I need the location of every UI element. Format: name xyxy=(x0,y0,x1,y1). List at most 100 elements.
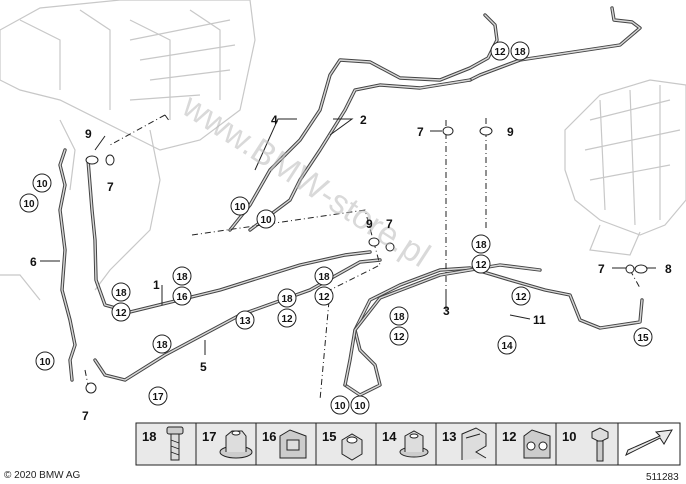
washers xyxy=(85,126,648,394)
callout-12: 12 xyxy=(277,308,297,328)
label-7: 7 xyxy=(417,125,424,139)
label-6: 6 xyxy=(30,255,37,269)
label-8: 8 xyxy=(665,262,672,276)
callout-10: 10 xyxy=(32,173,52,193)
callout-18: 18 xyxy=(389,306,409,326)
callout-15: 15 xyxy=(633,327,653,347)
legend-num-13: 13 xyxy=(442,429,456,444)
bolt-icon xyxy=(166,426,184,461)
callout-12: 12 xyxy=(389,326,409,346)
legend-num-12: 12 xyxy=(502,429,516,444)
compressor-outline xyxy=(564,79,686,256)
parts-legend: 18 17 16 15 14 13 12 10 xyxy=(135,422,681,466)
svg-text:10: 10 xyxy=(39,357,51,368)
evaporator-housing-outline xyxy=(0,0,256,291)
svg-text:10: 10 xyxy=(334,401,346,412)
svg-text:13: 13 xyxy=(239,316,251,327)
svg-text:10: 10 xyxy=(260,215,272,226)
callout-10: 10 xyxy=(330,395,350,415)
svg-text:15: 15 xyxy=(637,333,649,344)
callout-18: 18 xyxy=(152,334,172,354)
legend-num-18: 18 xyxy=(142,429,156,444)
callout-12: 12 xyxy=(490,41,510,61)
direction-arrow-icon xyxy=(617,422,681,466)
label-5: 5 xyxy=(200,360,207,374)
svg-text:10: 10 xyxy=(354,401,366,412)
label-1: 1 xyxy=(153,278,160,292)
label-7: 7 xyxy=(598,262,605,276)
svg-text:18: 18 xyxy=(318,272,330,283)
svg-text:18: 18 xyxy=(176,272,188,283)
svg-text:12: 12 xyxy=(494,47,506,58)
svg-text:14: 14 xyxy=(501,341,513,352)
label-9: 9 xyxy=(366,217,373,231)
label-4: 4 xyxy=(271,113,278,127)
callout-12: 12 xyxy=(471,254,491,274)
label-11: 11 xyxy=(533,313,546,327)
hex-nut-icon xyxy=(341,433,363,461)
ghost-hose xyxy=(0,274,41,301)
label-3: 3 xyxy=(443,304,450,318)
callout-10: 10 xyxy=(19,193,39,213)
callout-18: 18 xyxy=(471,234,491,254)
collar-nut-icon xyxy=(399,430,429,458)
callout-10: 10 xyxy=(35,351,55,371)
svg-text:18: 18 xyxy=(514,47,526,58)
callout-18: 18 xyxy=(111,282,131,302)
spring-clip-icon xyxy=(461,427,487,460)
svg-text:18: 18 xyxy=(115,288,127,299)
callout-16: 16 xyxy=(172,286,192,306)
svg-text:12: 12 xyxy=(115,308,127,319)
flange-nut-icon xyxy=(219,430,253,459)
svg-text:12: 12 xyxy=(475,260,487,271)
callout-17: 17 xyxy=(148,386,168,406)
svg-text:10: 10 xyxy=(36,179,48,190)
callout-18: 18 xyxy=(172,266,192,286)
svg-text:12: 12 xyxy=(393,332,405,343)
reference-lines xyxy=(84,114,641,401)
label-2: 2 xyxy=(360,113,367,127)
svg-text:12: 12 xyxy=(515,292,527,303)
legend-num-17: 17 xyxy=(202,429,216,444)
callout-14: 14 xyxy=(497,335,517,355)
copyright-text: © 2020 BMW AG xyxy=(4,470,81,481)
callout-18: 18 xyxy=(277,288,297,308)
svg-text:18: 18 xyxy=(393,312,405,323)
watermark: www.BMW-store.pl xyxy=(175,86,437,274)
label-7: 7 xyxy=(386,217,393,231)
svg-text:18: 18 xyxy=(281,294,293,305)
legend-num-14: 14 xyxy=(382,429,397,444)
part-labels: 4 2 7 9 9 7 9 7 6 1 5 3 11 7 8 7 xyxy=(30,113,672,423)
callout-18: 18 xyxy=(510,41,530,61)
clip-nut-icon xyxy=(279,429,307,459)
callouts: 12 18 10 10 10 10 18 16 18 12 18 12 18 1… xyxy=(19,41,653,415)
hex-bolt-icon xyxy=(591,427,609,462)
pipe-holder-icon xyxy=(523,429,551,459)
svg-text:18: 18 xyxy=(475,240,487,251)
callout-12: 12 xyxy=(314,286,334,306)
svg-text:10: 10 xyxy=(23,199,35,210)
svg-text:12: 12 xyxy=(318,292,330,303)
drawing-number: 511283 xyxy=(646,472,679,483)
callout-13: 13 xyxy=(235,310,255,330)
svg-text:12: 12 xyxy=(281,314,293,325)
svg-text:10: 10 xyxy=(234,202,246,213)
callout-10: 10 xyxy=(350,395,370,415)
legend-num-15: 15 xyxy=(322,429,336,444)
label-9: 9 xyxy=(85,127,92,141)
callout-18: 18 xyxy=(314,266,334,286)
label-7: 7 xyxy=(82,409,89,423)
callout-12: 12 xyxy=(111,302,131,322)
legend-num-10: 10 xyxy=(562,429,576,444)
label-7: 7 xyxy=(107,180,114,194)
label-9: 9 xyxy=(507,125,514,139)
leader-lines xyxy=(40,118,656,355)
svg-text:17: 17 xyxy=(152,392,164,403)
svg-text:16: 16 xyxy=(176,292,188,303)
callout-10: 10 xyxy=(256,209,276,229)
callout-10: 10 xyxy=(230,196,250,216)
callout-12: 12 xyxy=(511,286,531,306)
svg-text:18: 18 xyxy=(156,340,168,351)
legend-num-16: 16 xyxy=(262,429,276,444)
